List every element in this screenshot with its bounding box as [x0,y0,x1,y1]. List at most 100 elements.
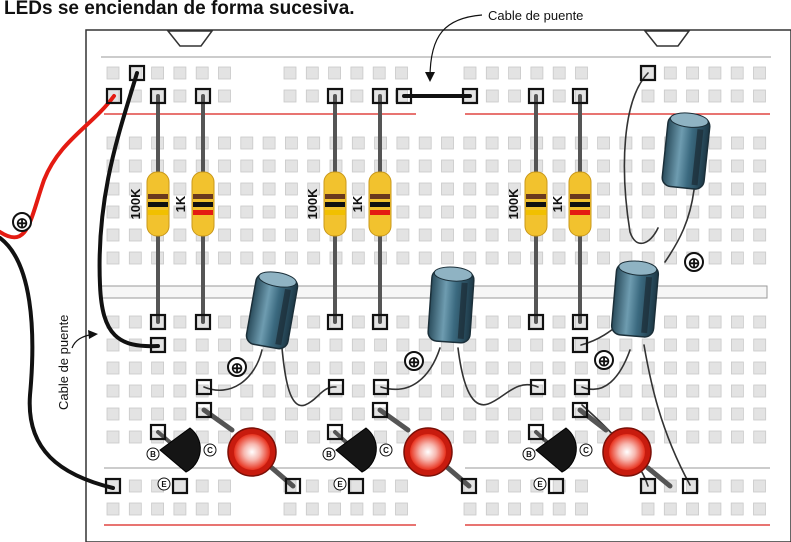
resistor: 1K [550,171,592,237]
breadboard-hole [708,89,722,103]
breadboard-hole [708,384,722,398]
breadboard-hole [441,228,454,242]
plus-sign: ⊕ [598,353,611,370]
breadboard-hole [552,182,566,196]
breadboard-hole [350,479,364,493]
breadboard-hole [485,361,499,375]
black-ground-wire [0,236,115,490]
breadboard-hole [463,205,477,219]
breadboard-hole [731,430,744,444]
breadboard-hole [128,251,142,265]
breadboard-hole [597,136,610,150]
terminal-marker [372,378,390,396]
breadboard-hole [240,182,254,196]
breadboard-hole [619,407,633,421]
breadboard-hole [731,159,744,173]
breadboard-hole [284,430,298,444]
breadboard-hole [552,205,566,219]
breadboard-hole [396,182,410,196]
breadboard-hole [508,479,522,493]
terminal-marker [284,477,302,495]
breadboard-hole [731,338,744,352]
terminal-marker [326,423,344,441]
terminal-marker [527,423,545,441]
capacitor-lead [281,347,337,407]
breadboard-hole [507,159,521,173]
breadboard-hole [530,407,544,421]
terminal-marker [347,477,365,495]
breadboard-hole [218,228,231,242]
breadboard-hole [530,338,544,352]
component-terminals [104,64,699,495]
breadboard-hole [552,407,566,421]
breadboard-hole [173,136,187,150]
breadboard-hole [218,338,231,352]
breadboard-hole [753,479,766,493]
breadboard-hole [418,407,432,421]
electrolytic-capacitor [610,260,660,338]
breadboard-hole [173,479,187,493]
breadboard-hole [686,502,699,516]
breadboard-hole [730,89,744,103]
breadboard-hole [283,89,297,103]
breadboard-hole [128,182,142,196]
breadboard-hole [262,384,276,398]
terminal-marker [326,313,344,331]
breadboard-hole [106,430,120,444]
breadboard-hole [284,251,298,265]
breadboard-hole [262,251,276,265]
breadboard-hole [374,361,388,375]
breadboard-hole [128,136,142,150]
breadboard-hole [173,159,187,173]
breadboard-hole [262,228,276,242]
pin-label-badge [322,447,336,461]
breadboard-hole [463,251,477,265]
breadboard-hole [641,228,655,242]
breadboard-hole [395,66,408,80]
breadboard-hole [173,338,187,352]
terminal-marker [371,401,389,419]
terminal-marker [194,87,212,105]
jumper-label-top: Cable de puente [488,8,583,23]
breadboard-hole [305,479,319,493]
breadboard-hole [128,205,142,219]
breadboard-hole [441,159,454,173]
breadboard-hole [664,315,677,329]
red-led [227,427,277,477]
electrolytic-capacitor [245,271,299,350]
terminal-marker [571,336,589,354]
breadboard-hole [730,502,744,516]
resistor-color-band [193,202,213,207]
plus-sign: ⊕ [408,354,421,371]
resistor-color-band [193,194,213,199]
breadboard-hole [574,430,588,444]
breadboard-hole [262,136,276,150]
breadboard-hole [173,251,187,265]
resistor-value-label: 100K [305,188,320,220]
breadboard-hole [686,338,700,352]
breadboard-hole [552,228,566,242]
breadboard-hole [507,251,521,265]
breadboard-hole [508,502,522,516]
breadboard-hole [731,228,744,242]
breadboard-notch [166,30,214,47]
breadboard-hole [507,407,521,421]
breadboard-hole [507,338,521,352]
breadboard-hole [218,182,231,196]
breadboard-hole [240,136,254,150]
red-led [403,427,453,477]
breadboard-hole [641,159,655,173]
resistor-color-band [370,202,390,207]
breadboard-hole [262,159,276,173]
breadboard-hole [351,384,365,398]
breadboard-hole [507,228,521,242]
breadboard-hole [418,251,432,265]
breadboard-hole [218,89,231,103]
breadboard-hole [753,338,767,352]
terminal-marker [326,87,344,105]
breadboard-hole [507,205,521,219]
pin-label: C [383,446,389,455]
pin-label: B [326,450,332,459]
polarity-marks: ⊕ ⊕ ⊕ ⊕ ⊕ [12,212,704,377]
